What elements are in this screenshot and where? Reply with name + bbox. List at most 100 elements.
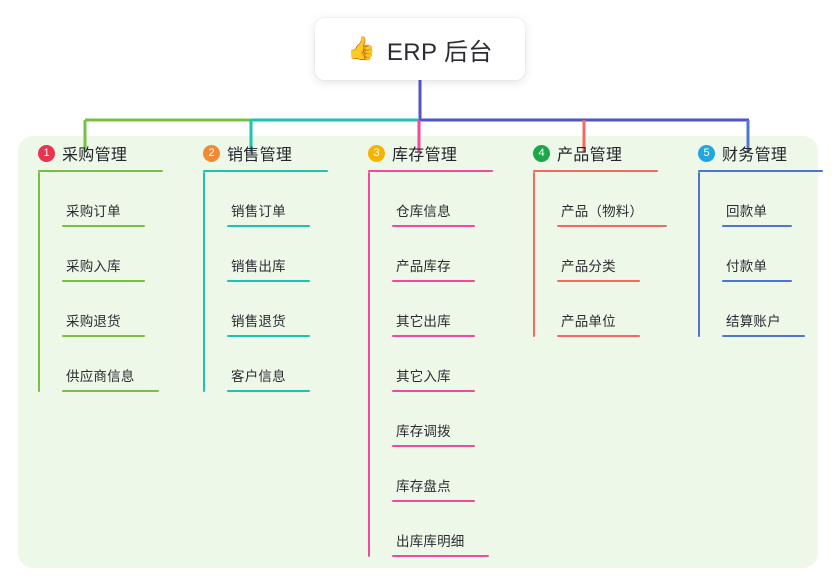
branch-item-underline bbox=[392, 555, 489, 557]
branch-item[interactable]: 产品（物料） bbox=[557, 172, 667, 227]
branch-spine-2 bbox=[203, 172, 205, 392]
branch-spine-3 bbox=[368, 172, 370, 557]
branch-header-4[interactable]: 4 产品管理 bbox=[513, 136, 658, 170]
branch-item[interactable]: 结算账户 bbox=[722, 282, 823, 337]
branch-item-underline bbox=[227, 225, 310, 227]
branch-header-underline-1 bbox=[38, 170, 163, 172]
branch-column-5: 5 财务管理回款单付款单结算账户 bbox=[678, 136, 823, 337]
branch-item[interactable]: 采购退货 bbox=[62, 282, 163, 337]
branch-item-label: 结算账户 bbox=[726, 314, 781, 329]
branch-item-label: 销售出库 bbox=[231, 259, 286, 274]
branch-item-underline bbox=[62, 225, 145, 227]
branch-item-label: 出库库明细 bbox=[396, 534, 465, 549]
branch-item-underline bbox=[557, 225, 667, 227]
branch-item-underline bbox=[62, 390, 159, 392]
branch-column-3: 3 库存管理仓库信息产品库存其它出库其它入库库存调拨库存盘点出库库明细 bbox=[348, 136, 493, 557]
thumbs-up-icon: 👍 bbox=[347, 34, 376, 61]
branch-item[interactable]: 客户信息 bbox=[227, 337, 328, 392]
branch-item-label: 采购订单 bbox=[66, 204, 121, 219]
branch-item[interactable]: 销售订单 bbox=[227, 172, 328, 227]
branch-item[interactable]: 其它入库 bbox=[392, 337, 493, 392]
branch-item-list-3: 仓库信息产品库存其它出库其它入库库存调拨库存盘点出库库明细 bbox=[368, 172, 493, 557]
branch-header-5[interactable]: 5 财务管理 bbox=[678, 136, 823, 170]
branch-badge-4: 4 bbox=[533, 144, 550, 162]
branch-item-list-4: 产品（物料） 产品分类产品单位 bbox=[533, 172, 667, 337]
branch-item-label: 销售退货 bbox=[231, 314, 286, 329]
branch-item-underline bbox=[557, 280, 640, 282]
branch-item-underline bbox=[392, 500, 475, 502]
root-node-title: ERP 后台 bbox=[386, 38, 493, 66]
branch-item[interactable]: 采购订单 bbox=[62, 172, 163, 227]
branch-item-underline bbox=[392, 225, 475, 227]
branch-item[interactable]: 付款单 bbox=[722, 227, 823, 282]
branch-item-underline bbox=[722, 225, 792, 227]
branch-item-label: 产品（物料） bbox=[561, 204, 644, 219]
branch-item-label: 客户信息 bbox=[231, 369, 286, 384]
branch-item-label: 仓库信息 bbox=[396, 204, 451, 219]
branch-item-list-1: 采购订单采购入库采购退货供应商信息 bbox=[38, 172, 163, 392]
branch-title-2: 销售管理 bbox=[227, 147, 293, 164]
branch-item-label: 供应商信息 bbox=[66, 369, 135, 384]
branch-spine-4 bbox=[533, 172, 535, 337]
branch-item-label: 销售订单 bbox=[231, 204, 286, 219]
branch-item-underline bbox=[227, 335, 310, 337]
branch-item[interactable]: 其它出库 bbox=[392, 282, 493, 337]
branch-item[interactable]: 产品单位 bbox=[557, 282, 658, 337]
branch-badge-5: 5 bbox=[698, 144, 715, 162]
branch-title-3: 库存管理 bbox=[392, 147, 458, 164]
branch-item[interactable]: 采购入库 bbox=[62, 227, 163, 282]
branch-item-underline bbox=[722, 335, 805, 337]
branch-item[interactable]: 库存盘点 bbox=[392, 447, 493, 502]
branch-item-underline bbox=[62, 280, 145, 282]
branch-header-underline-2 bbox=[203, 170, 328, 172]
branch-item[interactable]: 库存调拨 bbox=[392, 392, 493, 447]
branch-item[interactable]: 销售出库 bbox=[227, 227, 328, 282]
branch-header-underline-4 bbox=[533, 170, 658, 172]
branch-spine-1 bbox=[38, 172, 40, 392]
branch-badge-1: 1 bbox=[38, 144, 55, 162]
branch-item-underline bbox=[722, 280, 792, 282]
branch-item-list-2: 销售订单销售出库销售退货客户信息 bbox=[203, 172, 328, 392]
branch-item-label: 回款单 bbox=[726, 204, 768, 219]
branch-title-4: 产品管理 bbox=[557, 147, 623, 164]
branch-item-underline bbox=[392, 445, 475, 447]
branch-item-label: 产品单位 bbox=[561, 314, 616, 329]
branch-item-underline bbox=[62, 335, 145, 337]
branch-item-label: 产品分类 bbox=[561, 259, 616, 274]
branch-item-underline bbox=[557, 335, 640, 337]
branch-column-4: 4 产品管理产品（物料） 产品分类产品单位 bbox=[513, 136, 667, 337]
branch-header-underline-3 bbox=[368, 170, 493, 172]
branch-item-underline bbox=[392, 335, 475, 337]
branch-header-3[interactable]: 3 库存管理 bbox=[348, 136, 493, 170]
branch-badge-3: 3 bbox=[368, 144, 385, 162]
branch-header-underline-5 bbox=[698, 170, 823, 172]
branch-item[interactable]: 销售退货 bbox=[227, 282, 328, 337]
branch-header-1[interactable]: 1 采购管理 bbox=[18, 136, 163, 170]
content-panel bbox=[18, 136, 818, 568]
branch-item-label: 付款单 bbox=[726, 259, 768, 274]
branch-item-label: 采购退货 bbox=[66, 314, 121, 329]
branch-item-label: 采购入库 bbox=[66, 259, 121, 274]
branch-item-label: 其它出库 bbox=[396, 314, 451, 329]
branch-item-underline bbox=[227, 280, 310, 282]
branch-item[interactable]: 仓库信息 bbox=[392, 172, 493, 227]
branch-item[interactable]: 供应商信息 bbox=[62, 337, 163, 392]
branch-item[interactable]: 回款单 bbox=[722, 172, 823, 227]
branch-spine-5 bbox=[698, 172, 700, 337]
branch-item[interactable]: 出库库明细 bbox=[392, 502, 493, 557]
branch-title-1: 采购管理 bbox=[62, 147, 128, 164]
branch-item-label: 其它入库 bbox=[396, 369, 451, 384]
branch-item-list-5: 回款单付款单结算账户 bbox=[698, 172, 823, 337]
branch-item-underline bbox=[392, 280, 475, 282]
branch-item-underline bbox=[392, 390, 475, 392]
branch-item[interactable]: 产品分类 bbox=[557, 227, 658, 282]
root-node-erp-backend[interactable]: 👍 ERP 后台 bbox=[315, 18, 525, 80]
branch-item[interactable]: 产品库存 bbox=[392, 227, 493, 282]
branch-item-underline bbox=[227, 390, 310, 392]
branch-title-5: 财务管理 bbox=[722, 147, 788, 164]
root-node-content: 👍 ERP 后台 bbox=[347, 32, 493, 67]
branch-column-1: 1 采购管理采购订单采购入库采购退货供应商信息 bbox=[18, 136, 163, 392]
